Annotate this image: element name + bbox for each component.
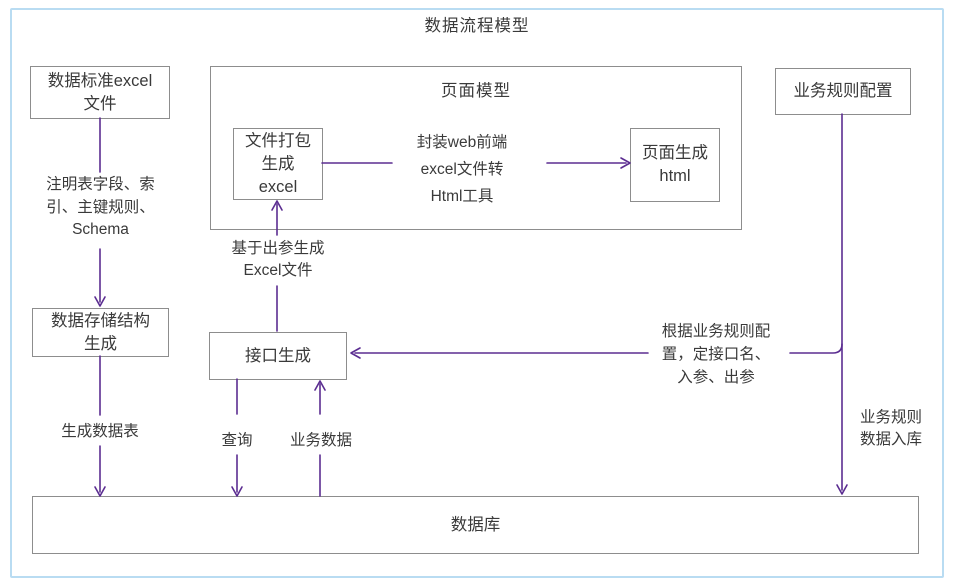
node-data-standard-excel-file: 数据标准excel 文件	[30, 66, 170, 119]
edge-label-schema-note: 注明表字段、索 引、主键规则、 Schema	[46, 176, 155, 238]
group-page-model-title: 页面模型	[441, 82, 511, 100]
edge-label-wrap-web-tool: 封装web前端 excel文件转 Html工具	[416, 134, 508, 205]
edge-label-excel-from-output: 基于出参生成 Excel文件	[231, 240, 325, 279]
diagram-title: 数据流程模型	[424, 17, 530, 35]
node-api-generate: 接口生成	[209, 332, 347, 380]
edge-label-rule-to-api: 根据业务规则配 置，定接口名、 入参、出参	[661, 323, 771, 386]
edge-label-generate-table: 生成数据表	[61, 423, 139, 440]
edge-label-rule-data-to-db: 业务规则 数据入库	[859, 409, 922, 448]
node-business-rule-config: 业务规则配置	[775, 68, 911, 115]
node-file-pack-generate-excel: 文件打包 生成 excel	[233, 128, 323, 200]
edge-label-query: 查询	[221, 432, 253, 449]
node-page-generate-html: 页面生成 html	[630, 128, 720, 202]
node-database: 数据库	[32, 496, 919, 554]
node-data-storage-structure: 数据存储结构 生成	[32, 308, 169, 357]
edge-label-business-data: 业务数据	[289, 432, 352, 449]
